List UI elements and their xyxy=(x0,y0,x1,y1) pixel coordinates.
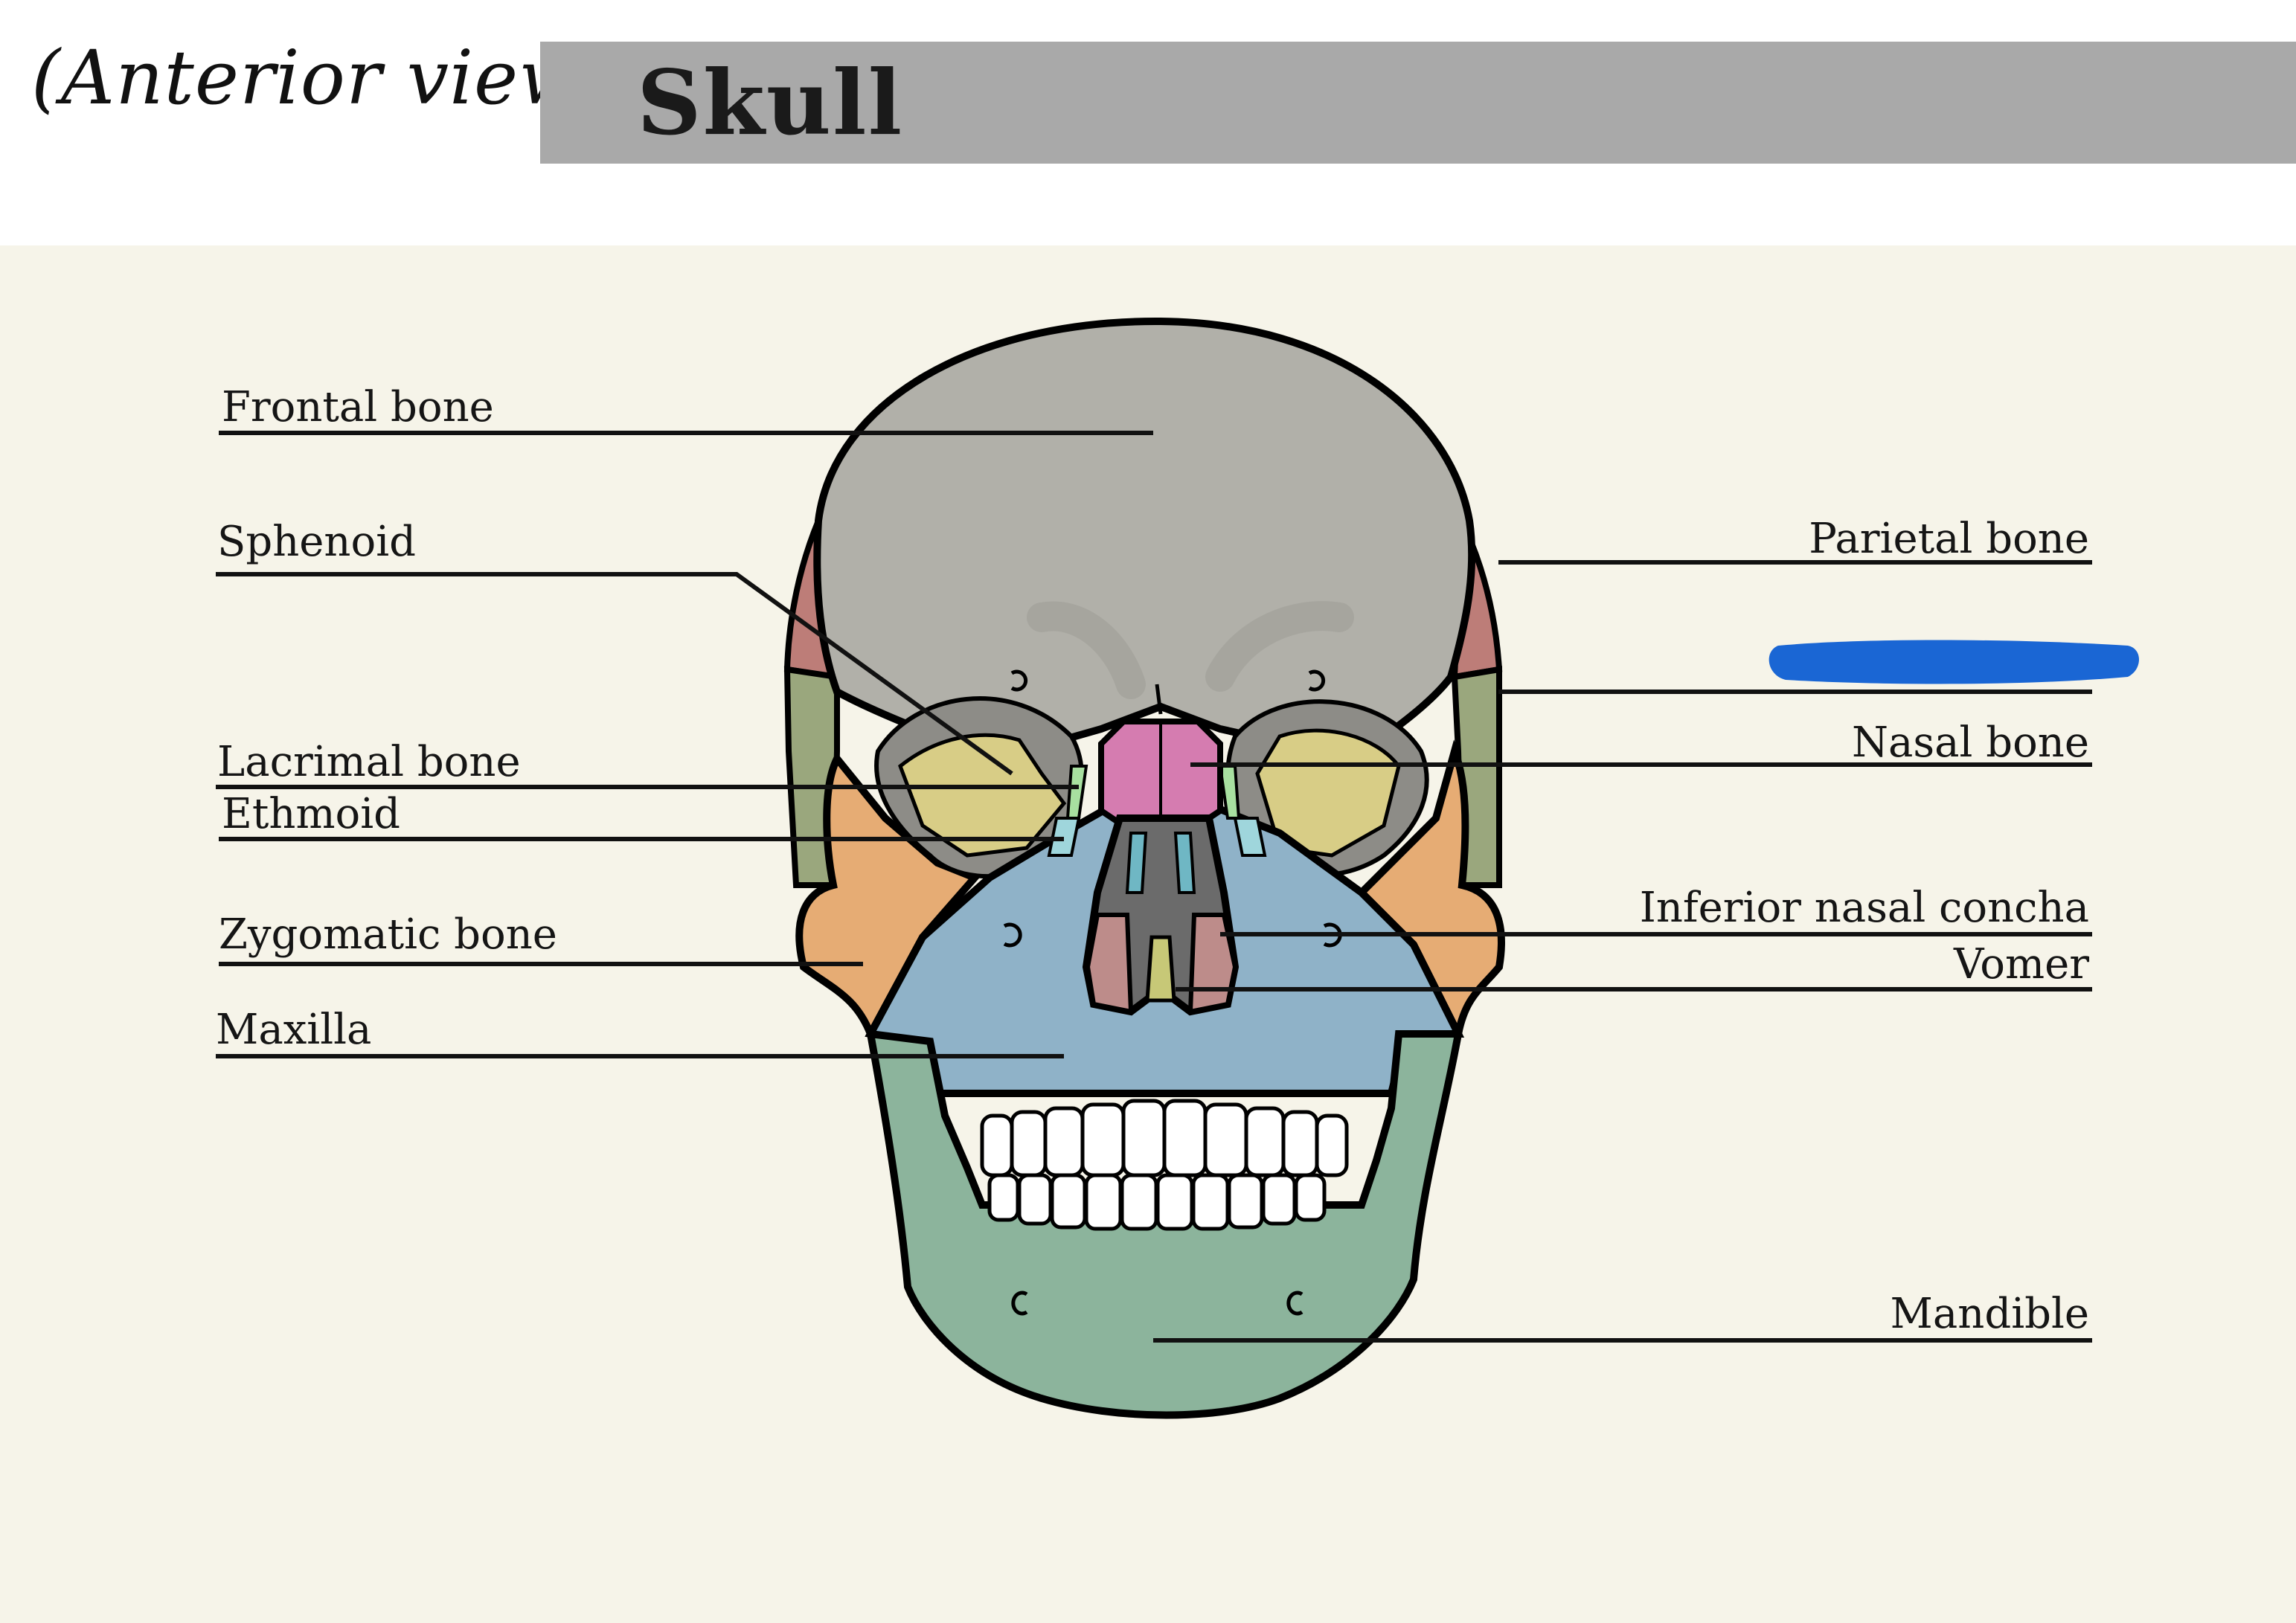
label-mandible: Mandible xyxy=(1890,1290,2089,1338)
handwritten-title: (Anterior view) xyxy=(31,34,613,121)
frontal-bone xyxy=(813,317,1476,763)
label-vomer: Vomer xyxy=(1953,940,2089,989)
upper-teeth xyxy=(980,1099,1349,1177)
sphenoid-right xyxy=(1255,728,1401,858)
ethmoid-right xyxy=(1233,817,1267,857)
label-sphenoid: Sphenoid xyxy=(217,518,416,566)
vomer xyxy=(1145,935,1176,1003)
label-parietal-bone: Parietal bone xyxy=(1809,515,2089,563)
sphenoid-left xyxy=(898,733,1067,858)
label-inferior-nasal-concha: Inferior nasal concha xyxy=(1639,884,2089,932)
label-zygomatic-bone: Zygomatic bone xyxy=(219,910,557,959)
leader-lines xyxy=(216,431,2092,1343)
page-title: Skull xyxy=(637,51,904,155)
zygomatic-bone-right xyxy=(1356,739,1505,1046)
label-lacrimal-bone: Lacrimal bone xyxy=(217,738,521,786)
foramina xyxy=(1003,669,1342,1316)
label-ethmoid: Ethmoid xyxy=(222,790,401,838)
label-maxilla: Maxilla xyxy=(216,1006,372,1054)
label-frontal-bone: Frontal bone xyxy=(222,383,494,431)
inferior-nasal-concha-left xyxy=(1085,913,1134,1015)
lacrimal-bone-left xyxy=(1065,765,1088,820)
label-nasal-bone: Nasal bone xyxy=(1852,719,2089,767)
inferior-nasal-concha-right xyxy=(1187,913,1238,1015)
lower-teeth xyxy=(987,1173,1327,1231)
redaction-mark xyxy=(1769,640,2139,684)
title-bar: Skull xyxy=(540,42,2296,164)
